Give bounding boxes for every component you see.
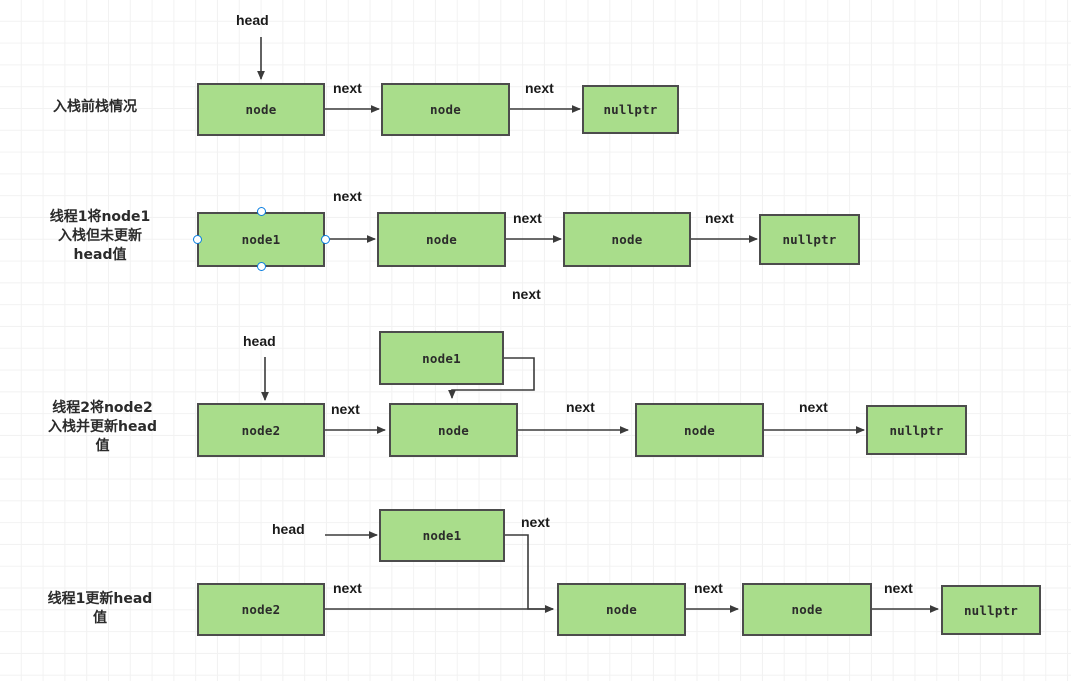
row4-node-box-3[interactable]: node	[742, 583, 872, 636]
row3-node-box-3[interactable]: node	[635, 403, 764, 457]
row3-nullptr-box[interactable]: nullptr	[866, 405, 967, 455]
selection-handle-right[interactable]	[320, 235, 330, 244]
row4-next-label-3: next	[694, 580, 723, 596]
row1-node-box-1[interactable]: node	[197, 83, 325, 136]
row4-next-label-4: next	[884, 580, 913, 596]
row2-node1-box[interactable]: node1	[197, 212, 325, 267]
row4-node-box-2[interactable]: node	[557, 583, 686, 636]
row-label-3: 线程2将node2 入栈并更新head 值	[48, 400, 157, 454]
row3-next-label-2: next	[566, 399, 595, 415]
row-label-2: 线程1将node1 入栈但未更新 head值	[49, 209, 151, 263]
row2-node-box-2[interactable]: node	[377, 212, 506, 267]
row2-next-label-2: next	[513, 210, 542, 226]
row3-node-box-2[interactable]: node	[389, 403, 518, 457]
row1-node-box-2[interactable]: node	[381, 83, 510, 136]
row1-next-label-2: next	[525, 80, 554, 96]
row4-node1-elbow	[505, 534, 554, 613]
selection-handle-bottom[interactable]	[256, 262, 266, 271]
row1-next-label-1: next	[333, 80, 362, 96]
row4-node2-box[interactable]: node2	[197, 583, 325, 636]
row1-head-label: head	[236, 12, 269, 28]
row4-node1-box[interactable]: node1	[379, 509, 505, 562]
row1-nullptr-box[interactable]: nullptr	[582, 85, 679, 134]
row3-head-label: head	[243, 333, 276, 349]
row3-node1-box[interactable]: node1	[379, 331, 504, 385]
row-label-4: 线程1更新head 值	[47, 591, 153, 626]
row3-next-label-1: next	[331, 401, 360, 417]
row2-next-label-1: next	[333, 188, 362, 204]
row3-next-label-3: next	[799, 399, 828, 415]
selection-handle-left[interactable]	[192, 235, 202, 244]
row4-nullptr-box[interactable]: nullptr	[941, 585, 1041, 635]
row-label-1: 入栈前栈情况	[53, 99, 137, 115]
row4-next-label-1: next	[521, 514, 550, 530]
row2-node-box-3[interactable]: node	[563, 212, 691, 267]
selection-handle-top[interactable]	[256, 207, 266, 216]
row2-next-label-4: next	[512, 286, 541, 302]
row3-node2-box[interactable]: node2	[197, 403, 325, 457]
row4-head-label: head	[272, 521, 305, 537]
row2-next-label-3: next	[705, 210, 734, 226]
row4-next-label-2: next	[333, 580, 362, 596]
row2-nullptr-box[interactable]: nullptr	[759, 214, 860, 265]
